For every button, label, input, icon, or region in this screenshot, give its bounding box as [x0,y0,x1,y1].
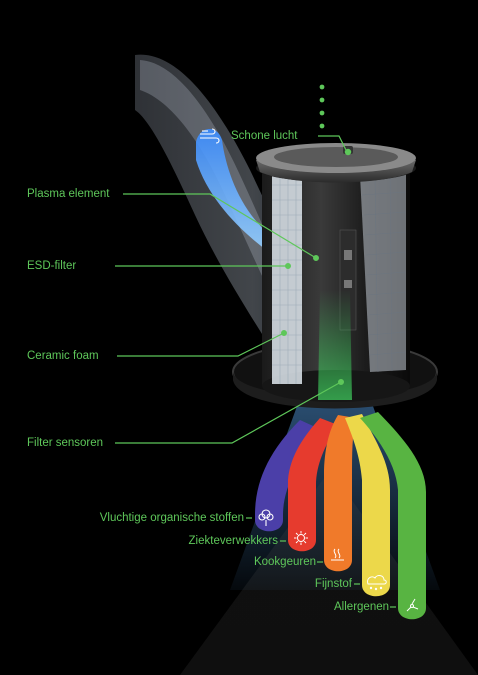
dust-cloud-icon [367,575,387,591]
indicator-dot [319,84,325,90]
filtered-air-beam [318,290,352,400]
label-allergens: Allergenen [334,601,389,613]
intake-cone-shadow [180,470,478,675]
cooking-stream [324,415,356,560]
indicator-dot [319,123,325,129]
steam-icon [331,548,344,561]
indicator-dot [319,97,325,103]
germs-stream [288,418,338,540]
label-ceramic-foam: Ceramic foam [27,350,99,362]
circuit-chip [344,250,352,260]
label-cooking: Kookgeuren [253,556,316,568]
circuit-chip [344,280,352,288]
wind-icon [200,128,220,144]
germs-stream-tail [288,540,316,552]
allergens-stream [360,412,426,608]
voc-stream-tail [255,515,283,532]
esd-filter-panel [272,172,302,384]
label-germs: Ziekteverwekkers [188,535,278,547]
allergens-stream-tail [398,608,426,620]
virus-icon [294,531,308,545]
tree-icon [258,509,274,526]
label-filter-sensors: Filter sensoren [27,437,104,449]
clean-air-stream [196,128,290,262]
base-skirt [233,372,437,409]
indicator-dot [319,110,325,116]
label-dust: Fijnstof [314,578,352,590]
label-voc: Vluchtige organische stoffen [99,512,244,524]
label-esd-filter: ESD-filter [27,260,77,272]
dust-stream-tail [362,585,390,597]
pollen-icon [406,598,419,612]
label-plasma-element: Plasma element [27,188,110,200]
mesh-panel-right [360,170,407,373]
leader-lines [115,135,396,608]
top-cap-inner [274,147,398,167]
dust-stream [345,414,390,585]
label-clean-air: Schone lucht [231,130,298,142]
cooking-stream-tail [324,560,352,572]
